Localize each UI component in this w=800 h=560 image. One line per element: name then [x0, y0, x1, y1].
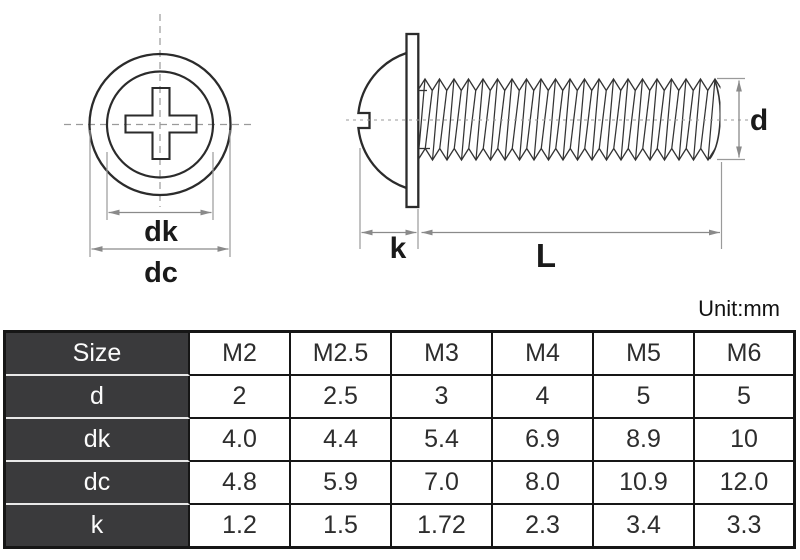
- table-row-d: d 2 2.5 3 4 5 5: [6, 376, 796, 419]
- l-label: L: [536, 237, 556, 274]
- head-inner-circle: [105, 70, 215, 179]
- cell: 5.9: [291, 462, 392, 505]
- cell: 4.0: [190, 419, 291, 462]
- cell: 1.2: [190, 505, 291, 549]
- cell: 10.9: [594, 462, 695, 505]
- col-header-m6: M6: [695, 333, 796, 376]
- cell: 1.5: [291, 505, 392, 549]
- cell: 4: [493, 376, 594, 419]
- cell: 3: [392, 376, 493, 419]
- col-header-m5: M5: [594, 333, 695, 376]
- row-label-k: k: [6, 505, 190, 549]
- technical-drawing: dk dc d: [64, 14, 768, 289]
- k-label: k: [390, 232, 407, 265]
- table-row-dk: dk 4.0 4.4 5.4 6.9 8.9 10: [6, 419, 796, 462]
- cell: 7.0: [392, 462, 493, 505]
- row-label-dc: dc: [6, 462, 190, 505]
- dk-label: dk: [144, 216, 179, 248]
- col-header-m4: M4: [493, 333, 594, 376]
- cell: 3.4: [594, 505, 695, 549]
- col-header-m3: M3: [392, 333, 493, 376]
- row-label-d: d: [6, 376, 190, 419]
- col-header-m25: M2.5: [291, 333, 392, 376]
- spec-table: Size M2 M2.5 M3 M4 M5 M6 d 2 2.5 3 4 5 5…: [3, 330, 796, 549]
- col-header-m2: M2: [190, 333, 291, 376]
- cell: 5.4: [392, 419, 493, 462]
- side-view: d k L: [346, 32, 768, 274]
- cell: 2: [190, 376, 291, 419]
- cell: 2.3: [493, 505, 594, 549]
- phillips-cross-icon: [124, 86, 198, 161]
- cell: 5: [594, 376, 695, 419]
- flange-outer-circle: [88, 52, 232, 197]
- cell: 6.9: [493, 419, 594, 462]
- cell: 5: [695, 376, 796, 419]
- d-label: d: [750, 104, 768, 137]
- size-header-cell: Size: [6, 333, 190, 376]
- cell: 10: [695, 419, 796, 462]
- table-row-k: k 1.2 1.5 1.72 2.3 3.4 3.3: [6, 505, 796, 549]
- unit-label: Unit:mm: [698, 296, 780, 321]
- cell: 8.9: [594, 419, 695, 462]
- cell: 2.5: [291, 376, 392, 419]
- cell: 12.0: [695, 462, 796, 505]
- row-label-dk: dk: [6, 419, 190, 462]
- cell: 4.4: [291, 419, 392, 462]
- threaded-shaft: [419, 77, 721, 162]
- dc-label: dc: [144, 257, 178, 289]
- table-header-row: Size M2 M2.5 M3 M4 M5 M6: [6, 333, 796, 376]
- table-row-dc: dc 4.8 5.9 7.0 8.0 10.9 12.0: [6, 462, 796, 505]
- cell: 8.0: [493, 462, 594, 505]
- cell: 3.3: [695, 505, 796, 549]
- front-view: dk dc: [64, 14, 255, 289]
- cell: 4.8: [190, 462, 291, 505]
- cell: 1.72: [392, 505, 493, 549]
